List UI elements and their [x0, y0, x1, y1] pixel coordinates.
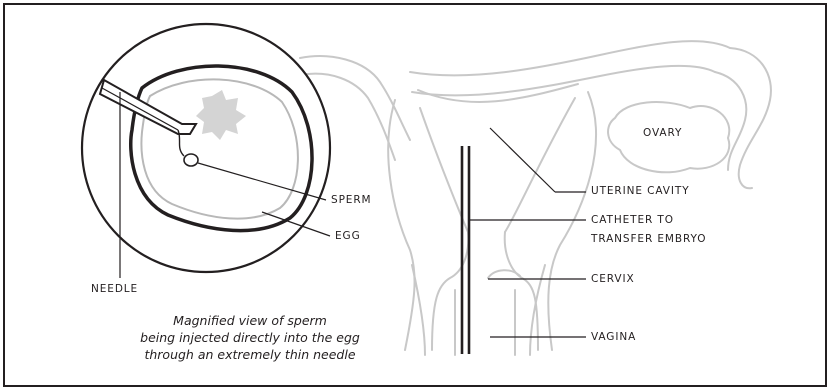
- vagina-label: VAGINA: [591, 331, 636, 343]
- diagram-caption: Magnified view of sperm being injected d…: [100, 312, 400, 363]
- uterine-cavity-label: UTERINE CAVITY: [591, 185, 690, 197]
- catheter: [462, 146, 469, 354]
- magnified-view: [82, 24, 330, 272]
- catheter-label-line2: TRANSFER EMBRYO: [591, 233, 706, 245]
- ovary-label: OVARY: [643, 127, 682, 139]
- cervix-label: CERVIX: [591, 273, 635, 285]
- sperm-label: SPERM: [331, 194, 372, 206]
- egg-label: EGG: [335, 230, 361, 242]
- caption-line-3: through an extremely thin needle: [100, 346, 400, 363]
- catheter-label-line1: CATHETER TO: [591, 214, 674, 226]
- caption-line-2: being injected directly into the egg: [100, 329, 400, 346]
- caption-line-1: Magnified view of sperm: [100, 312, 400, 329]
- needle-label: NEEDLE: [91, 283, 138, 295]
